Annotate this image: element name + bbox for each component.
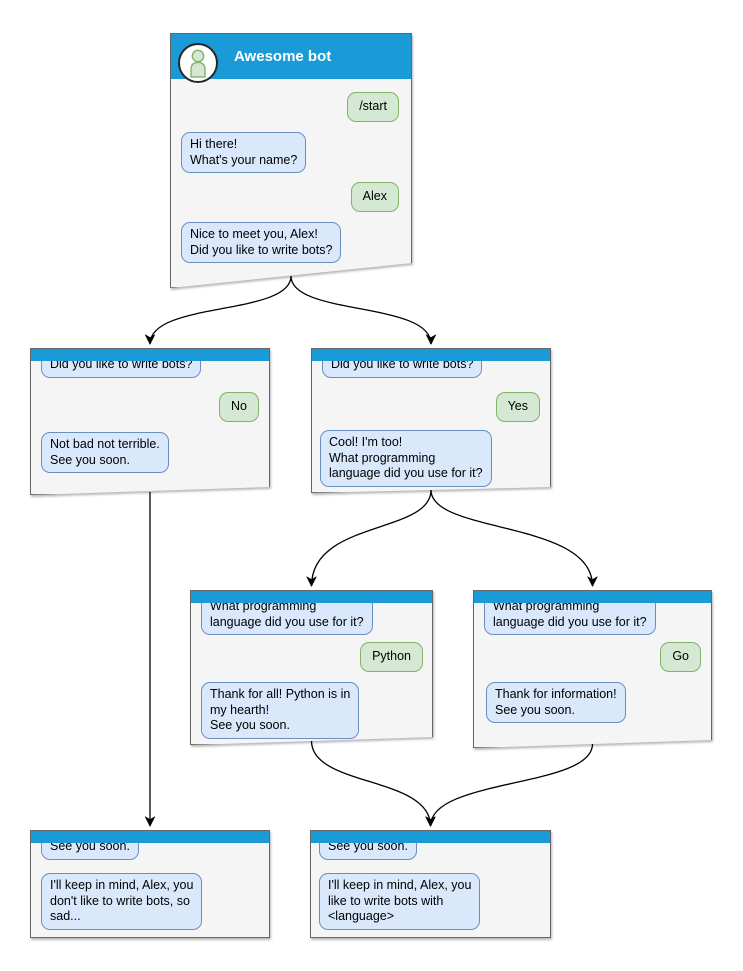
chat-window-yes: Did you like to write bots? Yes Cool! I'… xyxy=(311,348,551,493)
user-message-bubble: Python xyxy=(360,642,423,672)
chat-body: What programming language did you use fo… xyxy=(474,594,711,747)
arrow-go-to-end xyxy=(431,743,594,826)
chat-window-go: What programming language did you use fo… xyxy=(473,590,712,748)
person-icon xyxy=(190,49,206,78)
user-message-bubble: Yes xyxy=(495,392,540,422)
bot-message-bubble: Not bad not terrible. See you soon. xyxy=(41,432,169,473)
chat-body: Did you like to write bots? Yes Cool! I'… xyxy=(312,352,550,492)
chat-window-end-yes: See you soon. I'll keep in mind, Alex, y… xyxy=(310,830,551,938)
arrow-python-to-end xyxy=(310,740,431,826)
chat-body: Did you like to write bots? No Not bad n… xyxy=(31,352,269,494)
window-titlebar xyxy=(311,831,550,843)
chat-window-no: Did you like to write bots? No Not bad n… xyxy=(30,348,270,495)
window-titlebar xyxy=(474,591,711,603)
user-message-bubble: Go xyxy=(660,642,701,672)
window-titlebar: Awesome bot xyxy=(171,34,411,83)
window-titlebar xyxy=(191,591,432,603)
arrow-yes-to-go xyxy=(430,489,593,586)
bot-message-bubble: I'll keep in mind, Alex, you don't like … xyxy=(41,873,203,930)
user-message-bubble: Alex xyxy=(350,182,399,212)
chat-window-start: Awesome bot /start Hi there! What's your… xyxy=(170,33,412,288)
chat-window-end-no: See you soon. I'll keep in mind, Alex, y… xyxy=(30,830,270,938)
bot-message-bubble: Nice to meet you, Alex! Did you like to … xyxy=(181,222,342,263)
bot-message-bubble: Cool! I'm too! What programming language… xyxy=(320,430,492,487)
avatar xyxy=(178,43,218,83)
window-titlebar xyxy=(31,831,269,843)
user-message-bubble: No xyxy=(219,392,259,422)
chat-window-python: What programming language did you use fo… xyxy=(190,590,433,745)
bot-message-bubble: Thank for information! See you soon. xyxy=(486,682,626,723)
window-title: Awesome bot xyxy=(234,48,332,65)
arrow-yes-to-python xyxy=(312,489,432,586)
chat-body: See you soon. I'll keep in mind, Alex, y… xyxy=(31,834,269,937)
user-message-bubble: /start xyxy=(347,92,399,122)
bot-message-bubble: Thank for all! Python is in my hearth! S… xyxy=(201,682,360,739)
chat-body: /start Hi there! What's your name? Alex … xyxy=(171,79,411,287)
bot-message-bubble: I'll keep in mind, Alex, you like to wri… xyxy=(319,873,481,930)
bot-message-bubble: Hi there! What's your name? xyxy=(181,132,307,173)
window-titlebar xyxy=(31,349,269,361)
chat-body: What programming language did you use fo… xyxy=(191,594,432,744)
window-titlebar xyxy=(312,349,550,361)
chat-body: See you soon. I'll keep in mind, Alex, y… xyxy=(311,834,550,937)
